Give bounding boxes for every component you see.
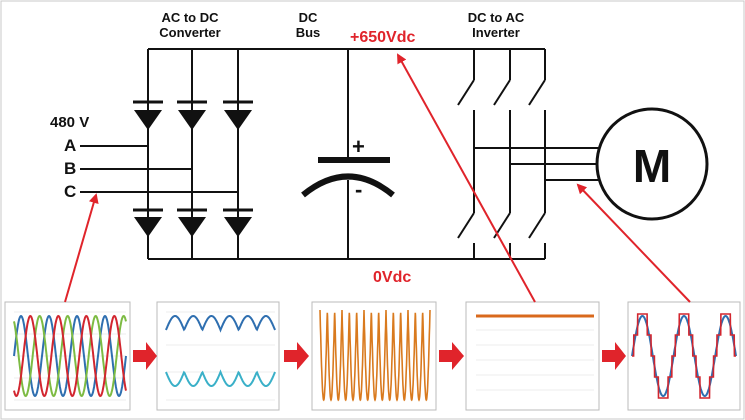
capacitor-minus-sign: - xyxy=(355,177,362,202)
flow-arrow-1 xyxy=(133,342,157,370)
flow-arrow-3 xyxy=(439,342,464,370)
diode-top-3 xyxy=(224,110,252,130)
panel-dc-flat xyxy=(465,301,600,411)
converter-title-line1: AC to DC xyxy=(161,10,219,25)
bus-title-line1: DC xyxy=(299,10,318,25)
pointer-lines xyxy=(64,53,691,303)
phase-b-label: B xyxy=(64,159,76,178)
diode-top-2 xyxy=(178,110,206,130)
phase-c-label: C xyxy=(64,182,76,201)
inverter-switches xyxy=(457,49,600,259)
converter-title-line2: Converter xyxy=(159,25,220,40)
diode-bottom-3 xyxy=(224,217,252,237)
phase-a-label: A xyxy=(64,136,76,155)
pointer-output xyxy=(576,183,691,303)
panel-rectified xyxy=(156,301,280,411)
panel-three-phase-input xyxy=(4,301,131,411)
dc-bus-capacitor: + - xyxy=(301,134,395,202)
diode-bars xyxy=(133,100,253,212)
dc-bus-zero-voltage: 0Vdc xyxy=(373,269,411,286)
pointer-dc-bus xyxy=(397,53,536,303)
diode-bottom-1 xyxy=(134,217,162,237)
dc-bus-positive-voltage: +650Vdc xyxy=(350,29,415,46)
diode-bottom-2 xyxy=(178,217,206,237)
motor-label: M xyxy=(633,140,671,192)
supply-voltage-label: 480 V xyxy=(50,114,89,131)
flow-arrow-2 xyxy=(284,342,309,370)
flow-arrows xyxy=(133,342,626,370)
capacitor-plus-sign: + xyxy=(352,134,365,159)
inverter-title-line2: Inverter xyxy=(472,25,520,40)
rectifier-diodes xyxy=(134,110,252,237)
bus-title-line2: Bus xyxy=(296,25,321,40)
motor: M xyxy=(595,107,709,221)
pointer-input xyxy=(64,193,99,303)
diode-top-1 xyxy=(134,110,162,130)
panel-ripple xyxy=(311,301,437,411)
panel-pwm-output xyxy=(627,301,741,411)
flow-arrow-4 xyxy=(602,342,626,370)
inverter-title-line1: DC to AC xyxy=(468,10,525,25)
